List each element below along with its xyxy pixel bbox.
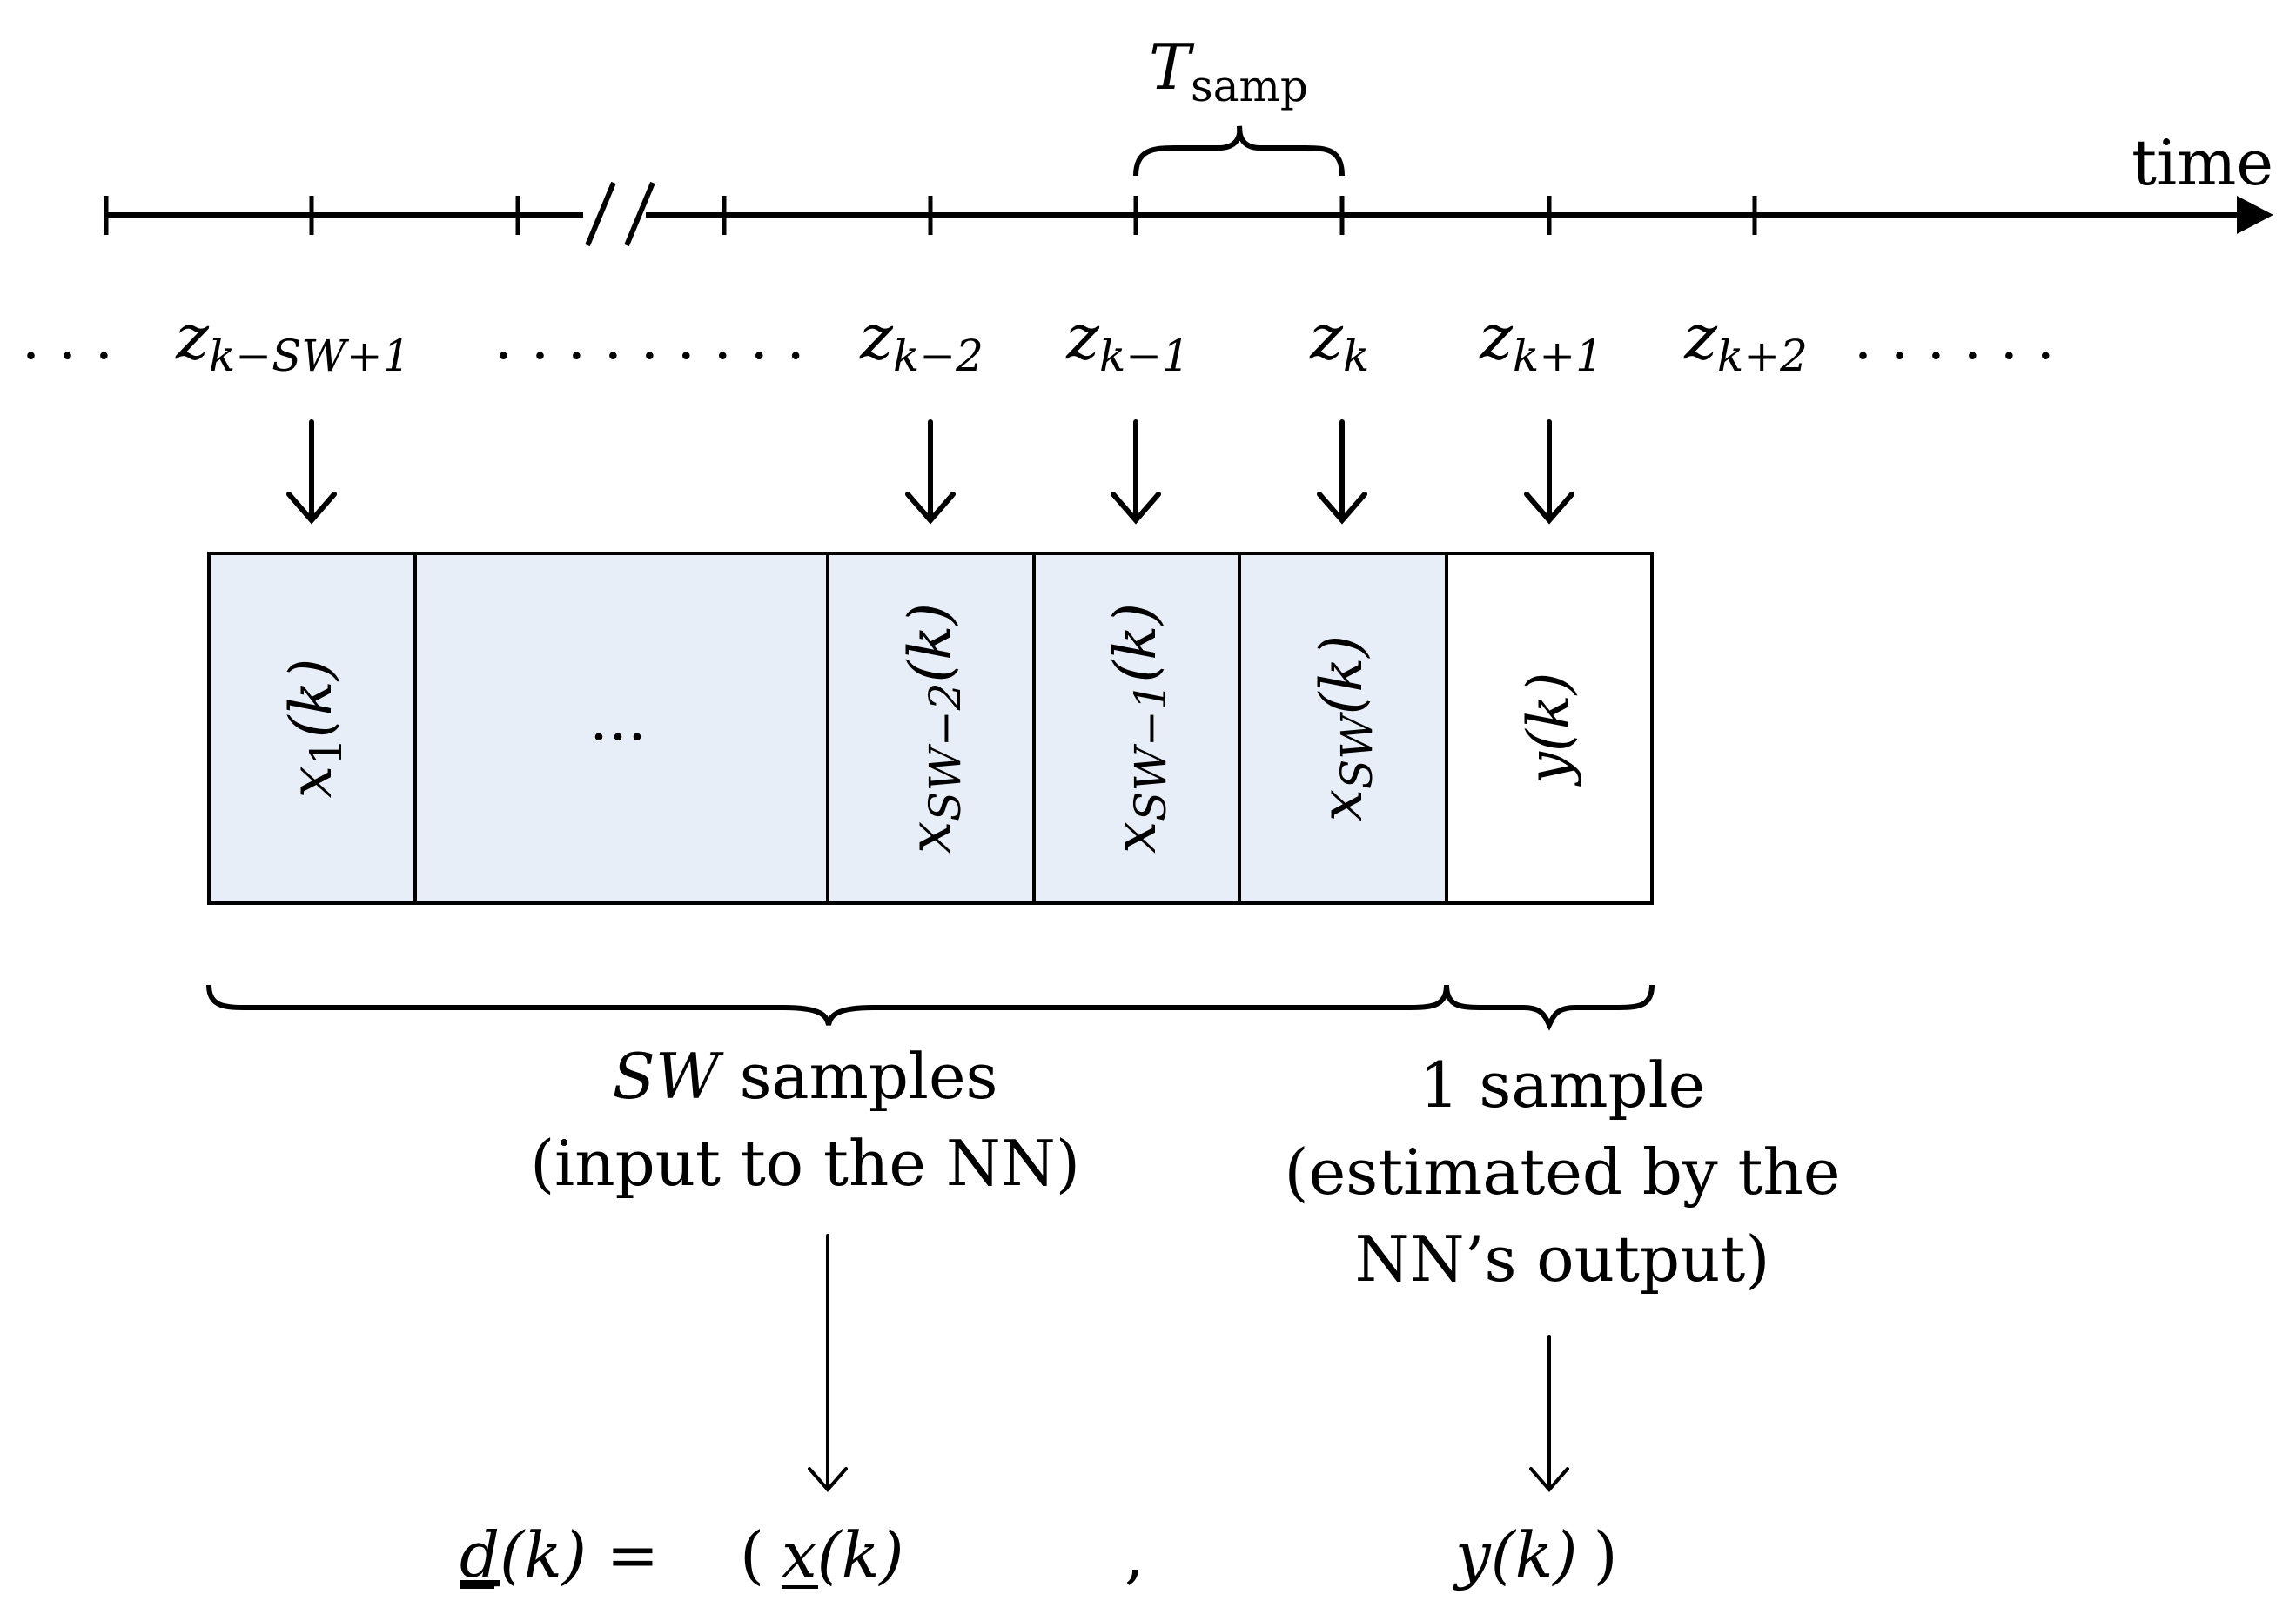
- cell-label-x-sw-minus-2: xSW−2(k): [896, 603, 970, 854]
- sample-label-z-k-minus-1: zk−1: [1065, 300, 1190, 381]
- axis-arrowhead: [2237, 196, 2273, 234]
- axis-break-mark: [585, 181, 655, 247]
- sample-label-z-k-plus-1: zk+1: [1479, 300, 1603, 381]
- data-cells: [207, 552, 1654, 905]
- down-arrow-output: [1529, 1335, 1569, 1493]
- sampling-period-label: Tsamp: [1149, 30, 1308, 111]
- cells-outline: [207, 552, 1654, 905]
- equation-lhs: d(k) =: [460, 1518, 659, 1591]
- sample-label-z-k-minus-2: zk−2: [859, 300, 984, 381]
- output-group-caption-line2: NN’s output): [1355, 1222, 1770, 1296]
- input-group-brace: [206, 984, 1449, 1026]
- equation-x: x(k): [782, 1518, 903, 1591]
- sample-label-z-k-sw-plus-1: zk−SW+1: [175, 300, 410, 381]
- time-axis: [104, 181, 2273, 247]
- axis-ticks: [104, 196, 1757, 235]
- input-group-caption: (input to the NN): [530, 1127, 1080, 1200]
- output-cell-background: [1447, 553, 1652, 903]
- cell-label-y: y(k): [1515, 673, 1582, 787]
- dots-left: . . .: [22, 305, 113, 372]
- dots-right: . . . . . .: [1854, 305, 2055, 372]
- sample-label-z-k: zk: [1309, 300, 1369, 381]
- dots-middle: . . . . . . . . .: [494, 305, 805, 372]
- output-group-title: 1 sample: [1420, 1048, 1706, 1122]
- cell-label-ellipsis: …: [589, 687, 647, 754]
- sample-arrows: [286, 419, 1574, 525]
- output-group-caption-line1: (estimated by the: [1285, 1135, 1841, 1209]
- down-arrow: [1524, 419, 1574, 525]
- cell-label-x1: x1(k): [278, 659, 352, 799]
- axis-time-label: time: [2132, 126, 2273, 199]
- input-group-title: SW samples: [612, 1040, 997, 1113]
- equation: d(k) = ( x(k) , y(k)): [460, 1518, 1618, 1591]
- down-arrow: [905, 419, 956, 525]
- down-arrow: [1111, 419, 1161, 525]
- sample-label-z-k-plus-2: zk+2: [1683, 300, 1808, 381]
- down-arrow: [286, 419, 337, 525]
- equation-y: y(k)): [1453, 1518, 1618, 1591]
- equation-comma: ,: [1125, 1518, 1145, 1591]
- cell-label-x-sw: xSW(k): [1308, 635, 1382, 821]
- down-arrow: [1317, 419, 1367, 525]
- down-arrow-input: [808, 1234, 848, 1493]
- cell-label-x-sw-minus-1: xSW−1(k): [1102, 603, 1176, 854]
- equation-open-paren: (: [740, 1518, 764, 1591]
- output-group-brace: [1444, 984, 1655, 1031]
- equation-arrows: [808, 1234, 1569, 1493]
- sampling-period-brace: [1133, 125, 1345, 177]
